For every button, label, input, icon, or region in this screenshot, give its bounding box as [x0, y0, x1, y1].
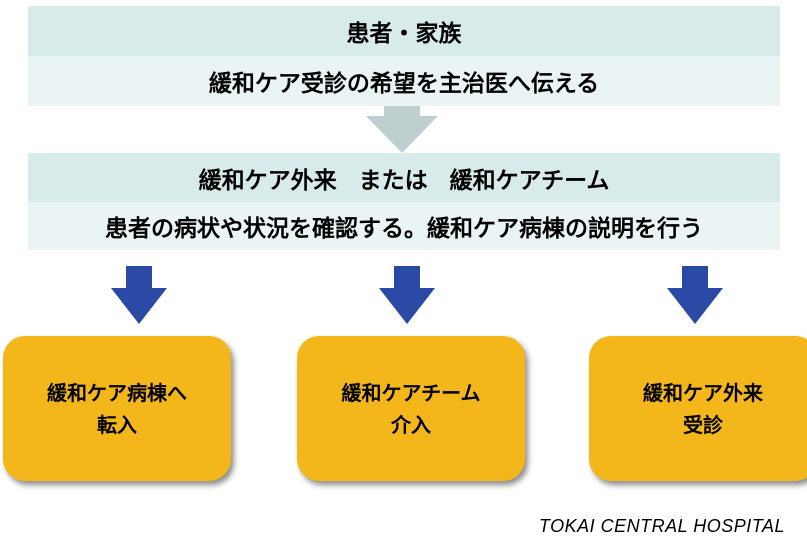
palliative-outpatient-label: 緩和ケア外来 — [198, 167, 337, 194]
outcome-line1: 緩和ケア病棟へ — [47, 380, 187, 405]
assessment-text: 患者の病状や状況を確認する。緩和ケア病棟の説明を行う — [105, 216, 703, 242]
down-arrow-icon — [667, 266, 723, 324]
outcome-box-ward-transfer: 緩和ケア病棟へ 転入 — [3, 336, 231, 481]
down-arrow-icon — [379, 266, 435, 324]
assessment-step: 患者の病状や状況を確認する。緩和ケア病棟の説明を行う — [28, 202, 780, 250]
outcome-line2: 転入 — [97, 412, 137, 437]
patient-request-text: 緩和ケア受診の希望を主治医へ伝える — [208, 71, 600, 97]
patient-request-step: 緩和ケア受診の希望を主治医へ伝える — [28, 56, 780, 106]
hospital-name: TOKAI CENTRAL HOSPITAL — [538, 516, 785, 536]
outcome-line2: 介入 — [391, 412, 431, 437]
or-label: または — [358, 167, 428, 194]
outcome-box-team-intervention: 緩和ケアチーム 介入 — [297, 336, 525, 481]
blue-arrow-shape — [111, 266, 167, 324]
outcome-line1: 緩和ケア外来 — [643, 380, 763, 405]
patient-family-heading-text: 患者・家族 — [346, 21, 462, 47]
outcome-box-outpatient-visit: 緩和ケア外来 受診 — [589, 336, 807, 481]
down-arrow-icon — [111, 266, 167, 324]
palliative-care-heading: 緩和ケア外来 または 緩和ケアチーム — [28, 153, 780, 202]
blue-arrow-shape — [379, 266, 435, 324]
outcome-line2: 受診 — [683, 412, 723, 437]
down-arrow-icon — [366, 106, 438, 153]
patient-family-heading: 患者・家族 — [28, 6, 780, 56]
palliative-team-label: 緩和ケアチーム — [449, 167, 610, 194]
blue-arrow-shape — [667, 266, 723, 324]
outcome-line1: 緩和ケアチーム — [341, 380, 481, 405]
grey-arrow-shape — [366, 106, 438, 153]
